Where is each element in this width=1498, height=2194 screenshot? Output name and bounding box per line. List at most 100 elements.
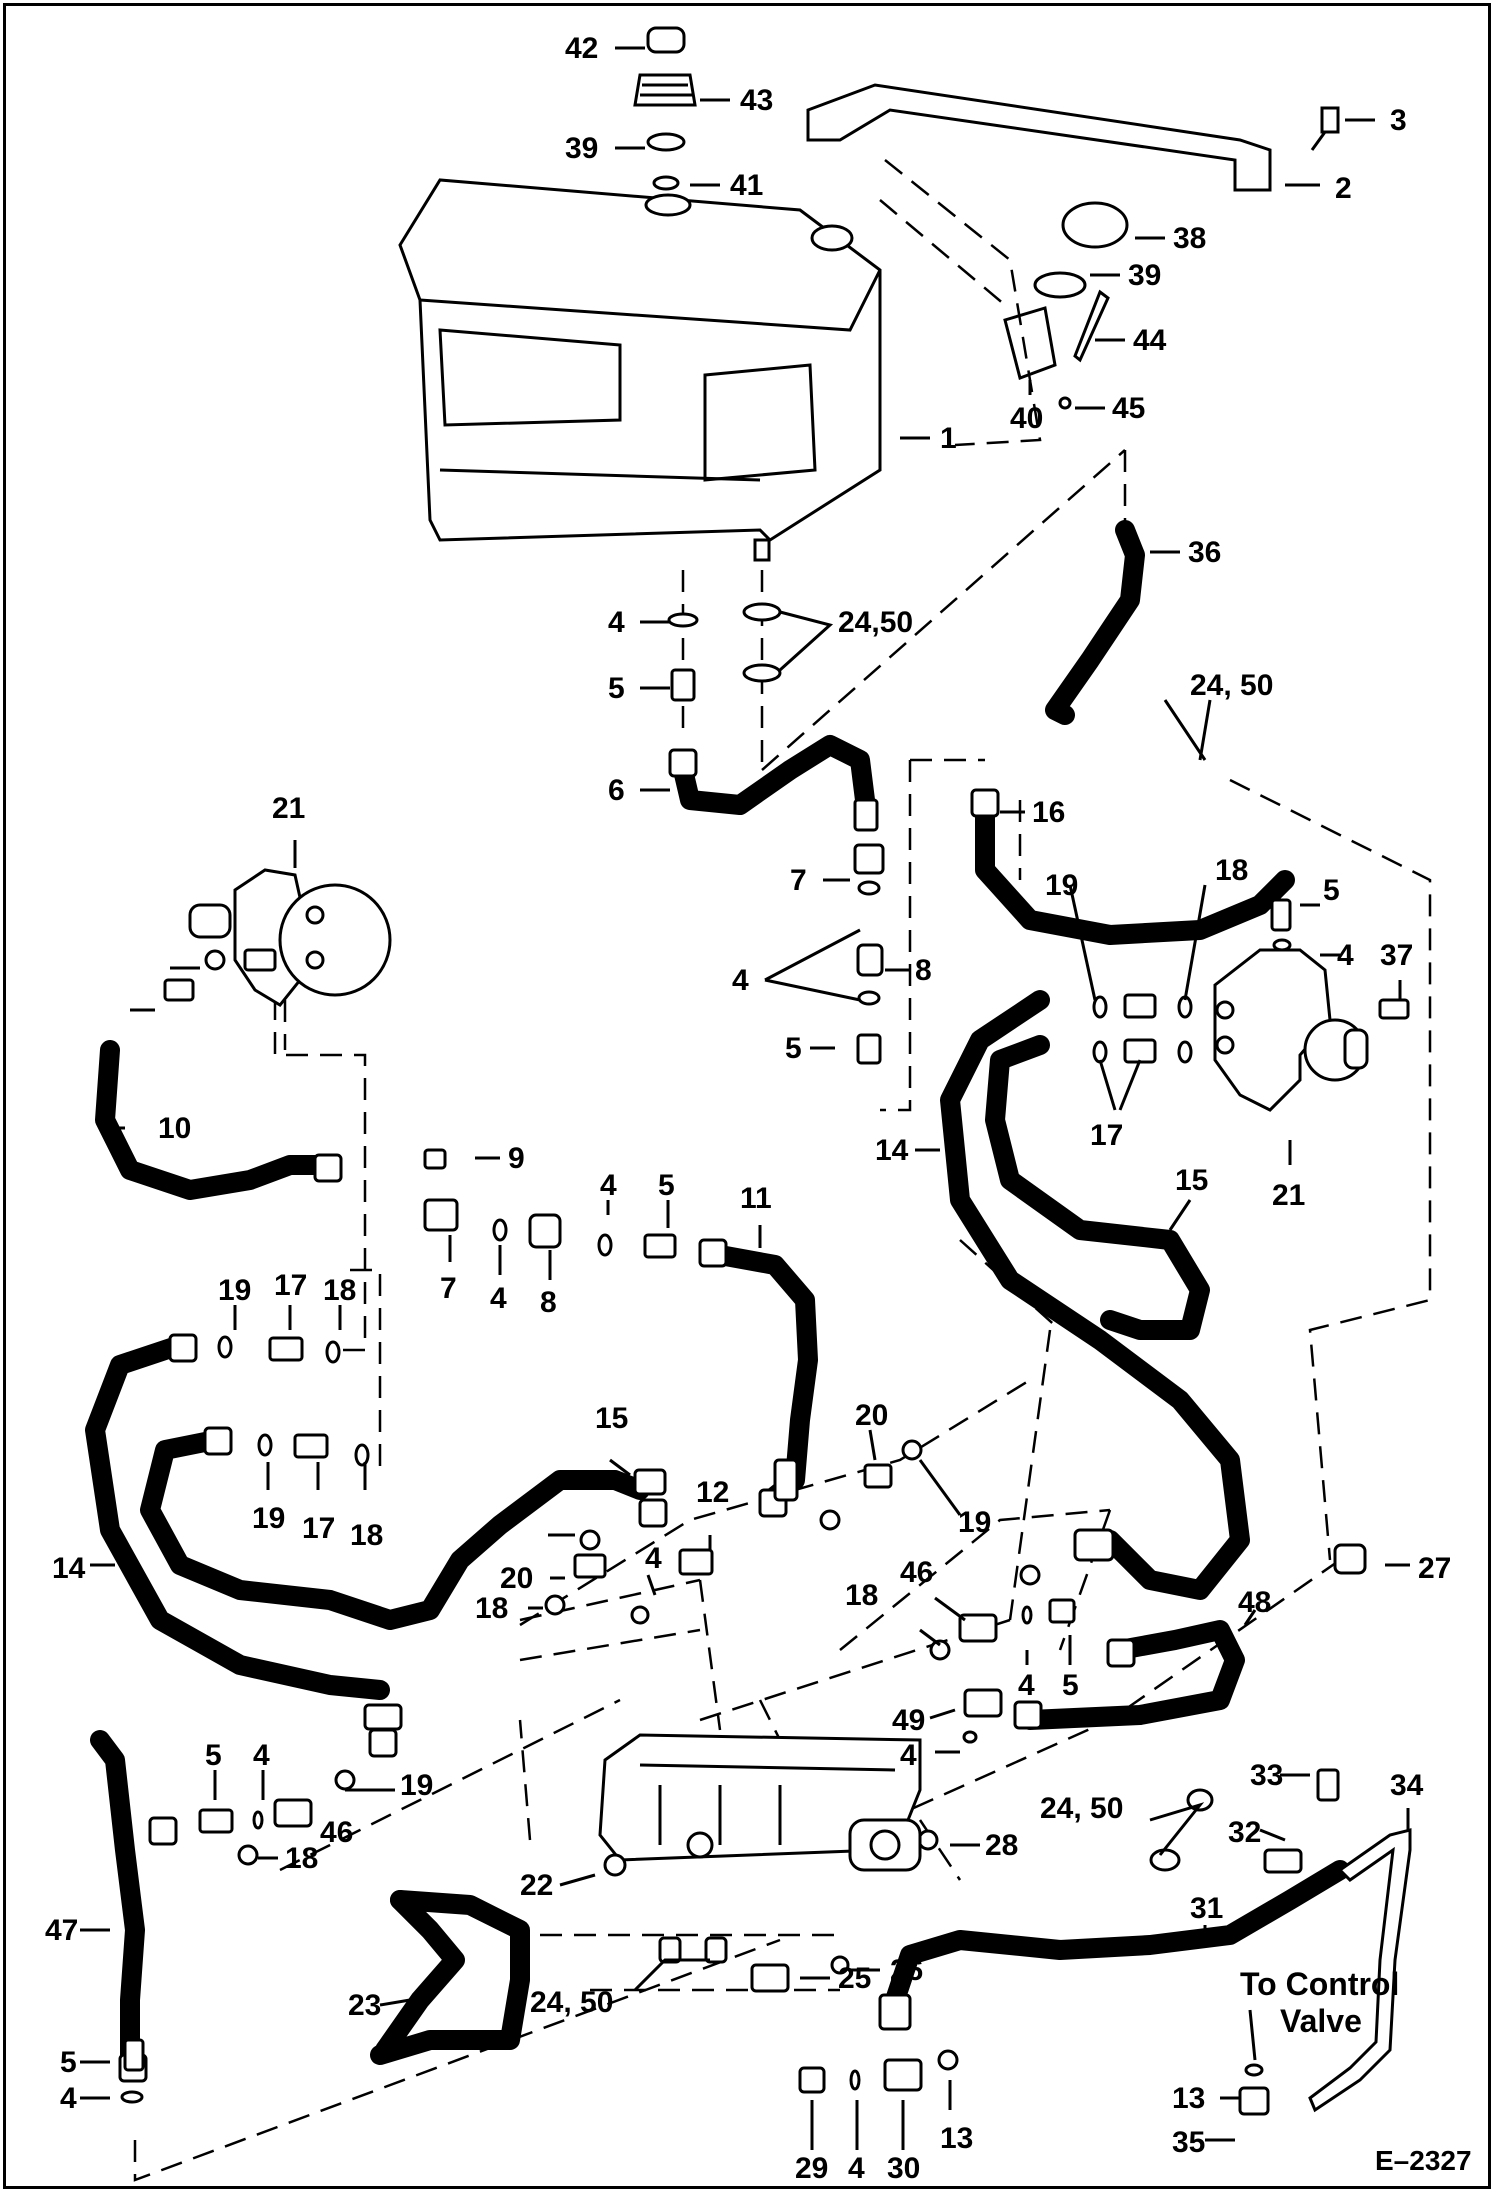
callout-22: 22 <box>520 1869 553 1902</box>
callout-48: 48 <box>1238 1586 1271 1619</box>
callout-29: 29 <box>795 2152 828 2185</box>
callout-19-mid: 19 <box>958 1506 991 1539</box>
callout-1: 1 <box>940 422 957 455</box>
callout-4-mid3: 4 <box>645 1542 662 1575</box>
callout-3: 3 <box>1390 104 1407 137</box>
callout-5-tank: 5 <box>608 672 625 705</box>
callout-19-right: 19 <box>1045 869 1078 902</box>
callout-5-stack: 5 <box>785 1032 802 1065</box>
callout-34: 34 <box>1390 1769 1424 1802</box>
callout-19-left2: 19 <box>252 1502 285 1535</box>
callout-2: 2 <box>1335 172 1352 205</box>
callout-4-tank: 4 <box>608 606 625 639</box>
callout-labels: 42 43 39 41 3 2 38 39 44 40 45 1 36 4 24… <box>45 32 1451 2185</box>
callout-24-50-suction: 24, 50 <box>1190 669 1273 702</box>
callout-18-right: 18 <box>1215 854 1248 887</box>
callout-8-top: 8 <box>915 954 932 987</box>
callout-18-low: 18 <box>285 1842 318 1875</box>
callout-5-bottom: 5 <box>60 2046 77 2079</box>
callout-11: 11 <box>740 1182 772 1215</box>
callout-42: 42 <box>565 32 598 65</box>
callout-4-elbow: 4 <box>900 1739 917 1772</box>
callout-5-mid: 5 <box>658 1169 675 1202</box>
callout-8-mid: 8 <box>540 1286 557 1319</box>
callout-24-50-right: 24, 50 <box>1040 1792 1123 1825</box>
callout-4-pump: 4 <box>1337 939 1354 972</box>
callout-41: 41 <box>730 169 763 202</box>
hoses <box>85 520 1412 2113</box>
callout-5-pump: 5 <box>1323 874 1340 907</box>
callout-21-left: 21 <box>272 792 305 825</box>
callout-24-50-tank: 24,50 <box>838 606 913 639</box>
callout-17-left2: 17 <box>302 1512 335 1545</box>
fittings <box>118 602 1410 2116</box>
callout-6: 6 <box>608 774 625 807</box>
callout-5-left: 5 <box>205 1739 222 1772</box>
callout-4-bottom2: 4 <box>848 2152 865 2185</box>
breather-and-filter <box>879 159 1129 447</box>
callout-18-left: 18 <box>323 1274 356 1307</box>
callout-23: 23 <box>348 1989 381 2022</box>
callout-16: 16 <box>1032 796 1065 829</box>
callout-35: 35 <box>1172 2126 1205 2159</box>
callout-49: 49 <box>892 1704 925 1737</box>
callout-7-top: 7 <box>790 864 807 897</box>
note-line-2: Valve <box>1280 2003 1362 2039</box>
callout-17-right: 17 <box>1090 1119 1123 1152</box>
callout-31: 31 <box>1190 1892 1223 1925</box>
callout-13-bottom: 13 <box>940 2122 973 2155</box>
dashed-routing-lines <box>133 449 1432 2182</box>
callout-43: 43 <box>740 84 773 117</box>
callout-36: 36 <box>1188 536 1221 569</box>
callout-9: 9 <box>508 1142 525 1175</box>
callout-10: 10 <box>158 1112 191 1145</box>
callout-4-bottom: 4 <box>60 2082 77 2115</box>
callout-15-right: 15 <box>1175 1164 1208 1197</box>
callout-15-left: 15 <box>595 1402 628 1435</box>
callout-24-50-bottom: 24, 50 <box>530 1986 613 2019</box>
callout-4-mid2: 4 <box>490 1282 507 1315</box>
callout-46-right: 46 <box>900 1556 933 1589</box>
control-valve-block <box>598 1733 922 1877</box>
leader-lines <box>80 46 1410 2150</box>
callout-4-left: 4 <box>253 1739 270 1772</box>
drawing-number: E–2327 <box>1375 2145 1472 2176</box>
callout-20-top: 20 <box>855 1399 888 1432</box>
callout-14-right: 14 <box>875 1134 909 1167</box>
callout-4-mid: 4 <box>600 1169 617 1202</box>
callout-39b: 39 <box>1128 259 1161 292</box>
callout-5-right: 5 <box>1062 1669 1079 1702</box>
callout-17-left: 17 <box>274 1269 307 1302</box>
mounting-bracket <box>806 83 1340 192</box>
callout-18-left2: 18 <box>350 1519 383 1552</box>
filler-cap-assembly <box>633 26 697 191</box>
hydraulic-reservoir-tank <box>398 178 882 562</box>
callout-12: 12 <box>696 1476 729 1509</box>
callout-14-left: 14 <box>52 1552 86 1585</box>
callout-19-low: 19 <box>400 1769 433 1802</box>
callout-46-left: 46 <box>320 1816 353 1849</box>
callout-18-mid: 18 <box>475 1592 508 1625</box>
callout-39: 39 <box>565 132 598 165</box>
callout-47: 47 <box>45 1914 78 1947</box>
callout-21-right: 21 <box>1272 1179 1305 1212</box>
callout-4-stack: 4 <box>732 964 749 997</box>
callout-38: 38 <box>1173 222 1206 255</box>
callout-30: 30 <box>887 2152 920 2185</box>
callout-45: 45 <box>1112 392 1145 425</box>
callout-13-right: 13 <box>1172 2082 1205 2115</box>
callout-40: 40 <box>1010 402 1043 435</box>
callout-32: 32 <box>1228 1816 1261 1849</box>
callout-25: 25 <box>838 1962 871 1995</box>
callout-18-mid2: 18 <box>845 1579 878 1612</box>
callout-7-mid: 7 <box>440 1272 457 1305</box>
callout-4-right: 4 <box>1018 1669 1035 1702</box>
callout-28: 28 <box>985 1829 1018 1862</box>
annotations: To Control Valve E–2327 <box>1240 1966 1472 2176</box>
callout-19-left: 19 <box>218 1274 251 1307</box>
callout-20-mid: 20 <box>500 1562 533 1595</box>
callout-37: 37 <box>1380 939 1413 972</box>
note-line-1: To Control <box>1240 1966 1399 2002</box>
callout-44: 44 <box>1133 324 1167 357</box>
